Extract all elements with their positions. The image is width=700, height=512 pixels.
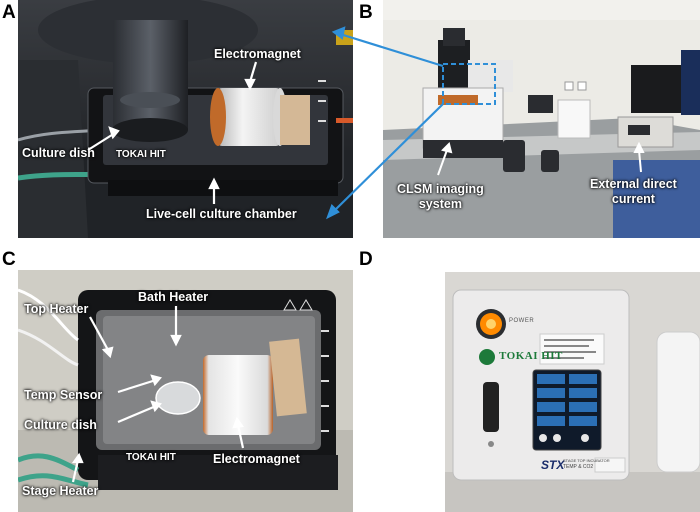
label-chamber-a: Live-cell culture chamber — [146, 207, 297, 221]
panel-letter-b: B — [359, 2, 373, 23]
device-model: STX — [541, 458, 565, 472]
incubator-controller-illustration — [445, 272, 700, 512]
panel-a-arrows — [87, 61, 258, 204]
chamber-top-view-illustration — [18, 270, 353, 512]
panel-letter-c: C — [2, 249, 16, 270]
label-bath-heater-c: Bath Heater — [138, 290, 209, 304]
panel-b-photo: CLSM imaging system External direct curr… — [383, 0, 700, 238]
panel-c-photo: TOKAI HIT Bath Heater Top Heater Temp Se… — [18, 270, 353, 512]
panel-a-brand: TOKAI HIT — [116, 149, 166, 160]
device-model-sub2: TEMP & CO2 — [563, 464, 594, 470]
panel-letter-d: D — [359, 249, 373, 270]
panel-letter-a: A — [2, 2, 16, 23]
label-culture-dish-c: Culture dish — [24, 418, 97, 432]
panel-b-arrows — [437, 141, 645, 176]
device-brand: TOKAI HIT — [499, 350, 563, 362]
label-current-b: External direct current — [590, 177, 677, 206]
label-stage-heater-c: Stage Heater — [22, 484, 99, 498]
device-power-label: POWER — [509, 318, 535, 324]
microscope-stage-illustration — [18, 0, 353, 238]
label-top-heater-c: Top Heater — [24, 302, 89, 316]
label-electromagnet-c: Electromagnet — [213, 452, 300, 466]
panel-a-photo: TOKAI HIT Electromagnet Culture dish Liv… — [18, 0, 353, 238]
panel-d-photo: POWER TOKAI HIT STX STAGE TOP INCUBATOR … — [445, 272, 700, 512]
panel-c-brand: TOKAI HIT — [126, 452, 176, 463]
label-temp-sensor-c: Temp Sensor — [24, 388, 103, 402]
device-model-sub: STAGE TOP INCUBATOR — [563, 458, 610, 463]
panel-c-arrows — [71, 306, 245, 483]
label-electromagnet-a: Electromagnet — [214, 47, 301, 61]
label-culture-dish-a: Culture dish — [22, 146, 95, 160]
